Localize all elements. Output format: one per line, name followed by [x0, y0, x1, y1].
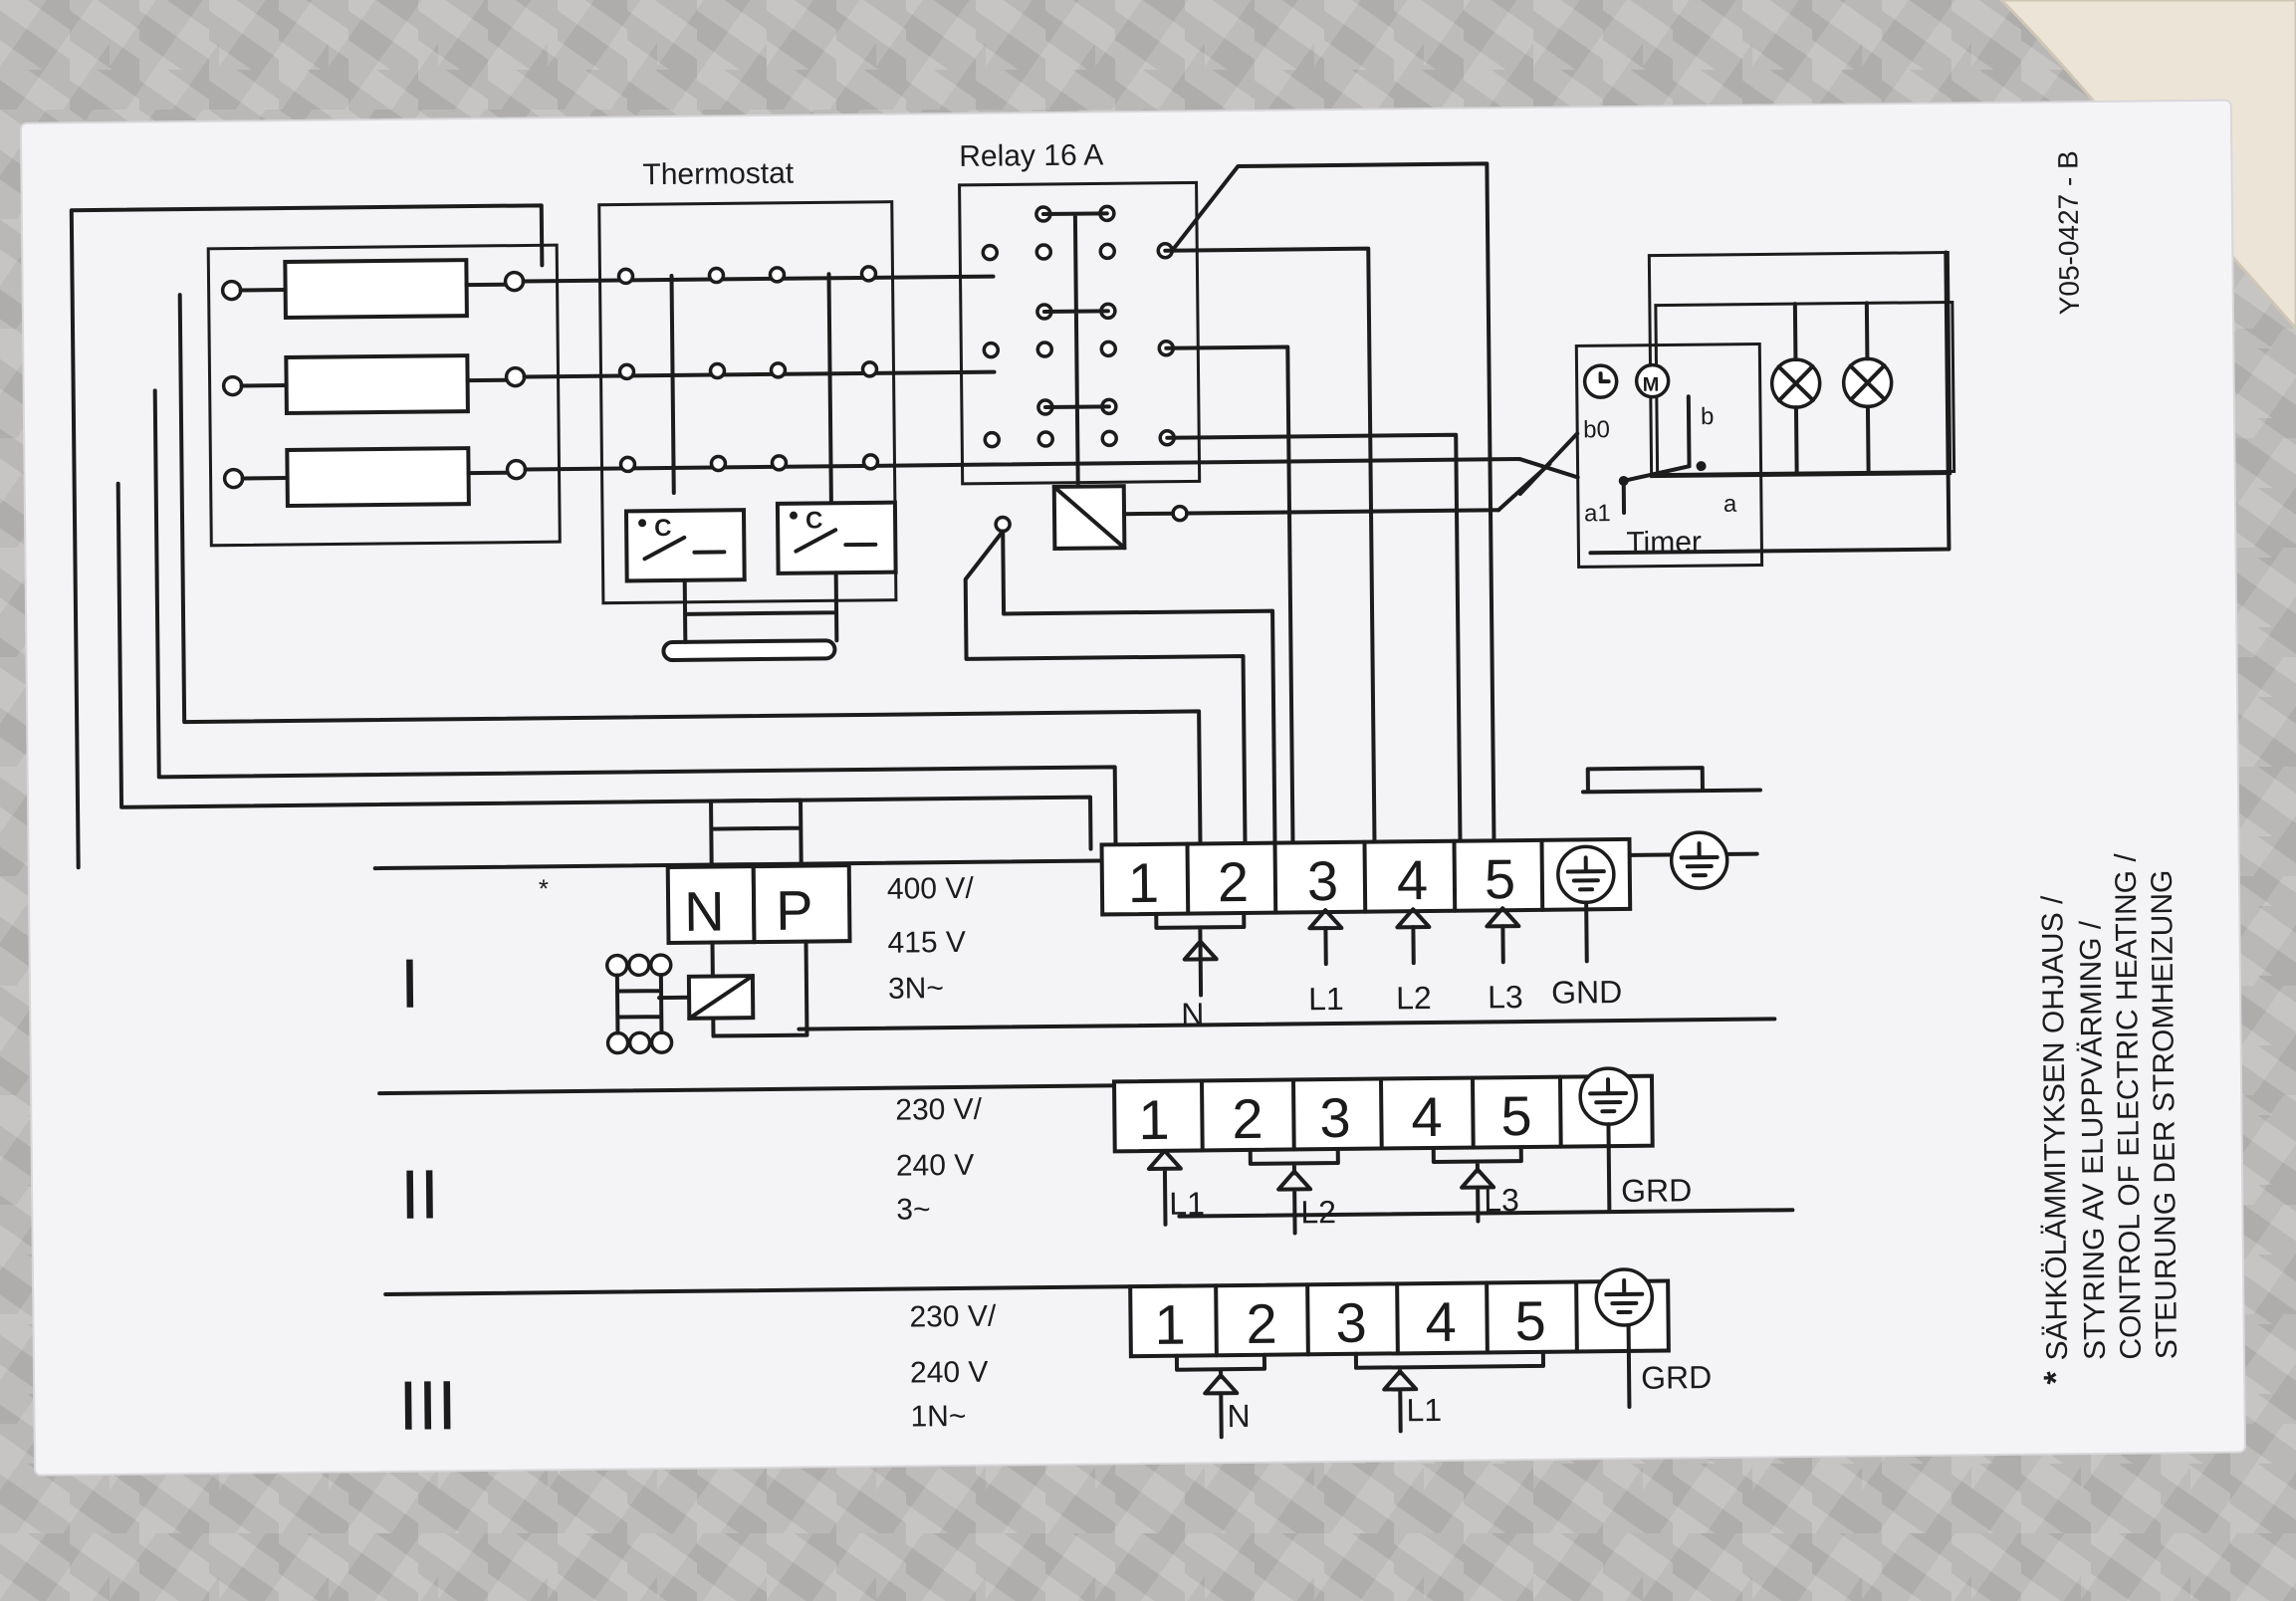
- np-n: N: [684, 879, 725, 942]
- contact-c-2: C: [805, 507, 823, 534]
- ground-icon: [1556, 844, 1616, 905]
- footnote: * SÄHKÖLÄMMITYKSEN OHJAUS / STYRING AV E…: [2036, 852, 2183, 1384]
- terminal-1-3: 3: [1307, 849, 1339, 912]
- ground-label-2: GRD: [1621, 1172, 1692, 1209]
- relay-16a: Relay 16 A: [958, 138, 1501, 551]
- timer-a: a: [1723, 491, 1737, 518]
- terminal-2-5: 5: [1500, 1084, 1532, 1147]
- section-3-voltage-2: 240 V: [910, 1356, 989, 1390]
- ground-label-3: GRD: [1641, 1359, 1712, 1396]
- terminal-3-3: 3: [1335, 1291, 1367, 1354]
- ground-icon: [1669, 830, 1729, 890]
- terminal-3-5: 5: [1514, 1289, 1546, 1352]
- terminal-block-3: 1 2 3 4 5: [1128, 1267, 1671, 1440]
- timer-label: Timer: [1626, 526, 1702, 560]
- motor-label: M: [1643, 374, 1660, 396]
- footnote-line-3: CONTROL OF ELECTRIC HEATING /: [2110, 852, 2148, 1359]
- section-1-voltage-2: 415 V: [887, 926, 966, 960]
- feed-l2-2: L2: [1300, 1194, 1336, 1230]
- terminal-3-4: 4: [1425, 1290, 1457, 1353]
- heater-elements: [206, 243, 562, 548]
- doc-code: Y05-0427 - B: [2052, 150, 2085, 315]
- footnote-line-4: STEURUNG DER STROMHEIZUNG: [2146, 869, 2183, 1359]
- section-divider-2a: [377, 1083, 1121, 1096]
- terminal-1-1: 1: [1128, 851, 1160, 914]
- timer-b: b: [1701, 403, 1715, 430]
- terminal-1-4: 4: [1397, 848, 1429, 911]
- timer: M b0 b a1 a Timer: [993, 250, 1956, 569]
- section-3-numeral: III: [398, 1366, 457, 1445]
- relay-label: Relay 16 A: [959, 138, 1103, 173]
- terminal-3-2: 2: [1246, 1292, 1277, 1355]
- ground-label-1: GND: [1551, 974, 1622, 1011]
- terminal-2-2: 2: [1232, 1087, 1263, 1150]
- timer-a1: a1: [1584, 500, 1611, 527]
- terminal-2-1: 1: [1138, 1088, 1170, 1151]
- feed-l3-1: L3: [1488, 979, 1523, 1015]
- section-2-voltage-3: 3~: [896, 1193, 931, 1226]
- section-1-numeral: I: [400, 945, 420, 1023]
- section-3-voltage-1: 230 V/: [909, 1300, 997, 1334]
- outer-wire-1: [69, 203, 545, 870]
- section-2-numeral: II: [400, 1155, 440, 1233]
- ground-icon: [1578, 1066, 1638, 1126]
- section-2-voltage-1: 230 V/: [895, 1093, 983, 1127]
- thermostat-label: Thermostat: [642, 157, 795, 192]
- section-divider-4: [383, 1283, 1183, 1297]
- section-divider-3: [1177, 1208, 1795, 1219]
- terminal-block-2: 1 2 3 4 5: [1111, 1066, 1655, 1236]
- thermostat: Thermostat C C: [597, 157, 898, 662]
- ground-icon: [1594, 1267, 1655, 1327]
- terminal-2-4: 4: [1411, 1085, 1443, 1148]
- terminal-1-5: 5: [1485, 847, 1516, 910]
- section-1-voltage-3: 3N~: [888, 972, 944, 1006]
- np-asterisk: *: [539, 873, 549, 903]
- feed-n-3: N: [1227, 1398, 1250, 1434]
- np-contactor: N P: [604, 798, 852, 1055]
- np-p: P: [776, 878, 813, 941]
- contact-c-1: C: [654, 515, 672, 542]
- section-divider-1: [797, 1017, 1777, 1031]
- feed-l1-1: L1: [1308, 981, 1344, 1017]
- terminal-2-3: 3: [1319, 1086, 1351, 1149]
- footnote-asterisk: *: [2037, 1370, 2075, 1384]
- thermostat-probe: [661, 638, 837, 662]
- section-2-voltage-2: 240 V: [896, 1149, 975, 1183]
- feed-l1-3: L1: [1406, 1392, 1442, 1428]
- terminal-3-1: 1: [1154, 1293, 1186, 1356]
- terminal-block-1: 1 2 3 4 5: [1099, 830, 1729, 998]
- footnote-line-2: STYRING AV ELUPPVÄRMING /: [2074, 920, 2112, 1360]
- footnote-line-1: SÄHKÖLÄMMITYKSEN OHJAUS /: [2036, 895, 2074, 1361]
- timer-b0: b0: [1583, 416, 1610, 443]
- feed-l2-1: L2: [1396, 980, 1432, 1016]
- terminal-1-2: 2: [1218, 850, 1250, 913]
- section-1-voltage-1: 400 V/: [887, 872, 975, 906]
- section-3-voltage-3: 1N~: [910, 1400, 966, 1434]
